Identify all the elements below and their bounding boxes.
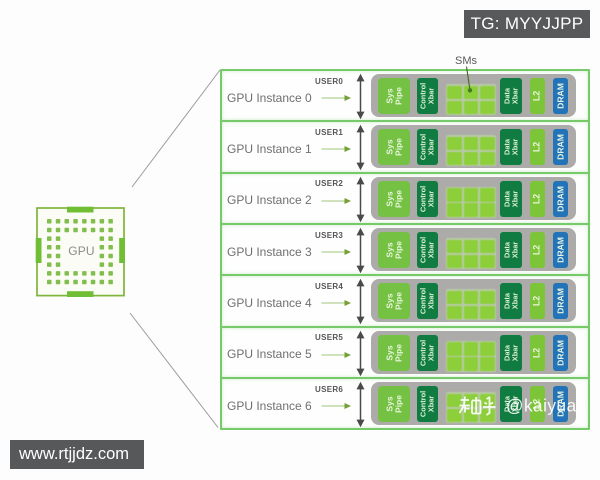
svg-text:@kaiyuan: @kaiyuan: [506, 396, 587, 416]
svg-text:GPU: GPU: [68, 244, 95, 258]
